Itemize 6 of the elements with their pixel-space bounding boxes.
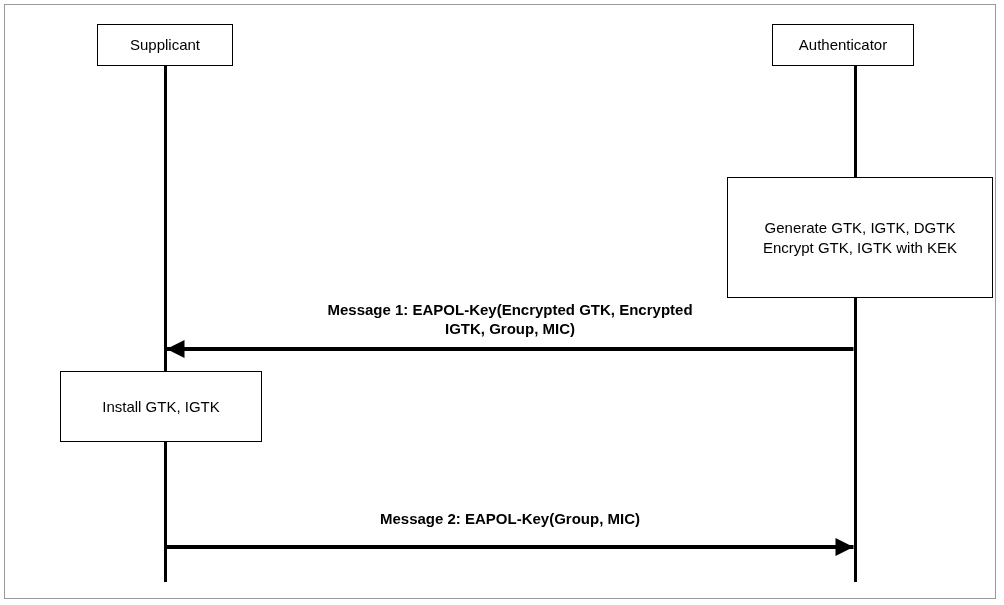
arrow: [166, 340, 854, 358]
participant-box: Authenticator: [772, 24, 914, 66]
process-box: Generate GTK, IGTK, DGTK Encrypt GTK, IGTK with KEK: [727, 177, 993, 298]
process-box: Install GTK, IGTK: [60, 371, 262, 442]
participant-box: Supplicant: [97, 24, 233, 66]
arrow: [166, 538, 854, 556]
